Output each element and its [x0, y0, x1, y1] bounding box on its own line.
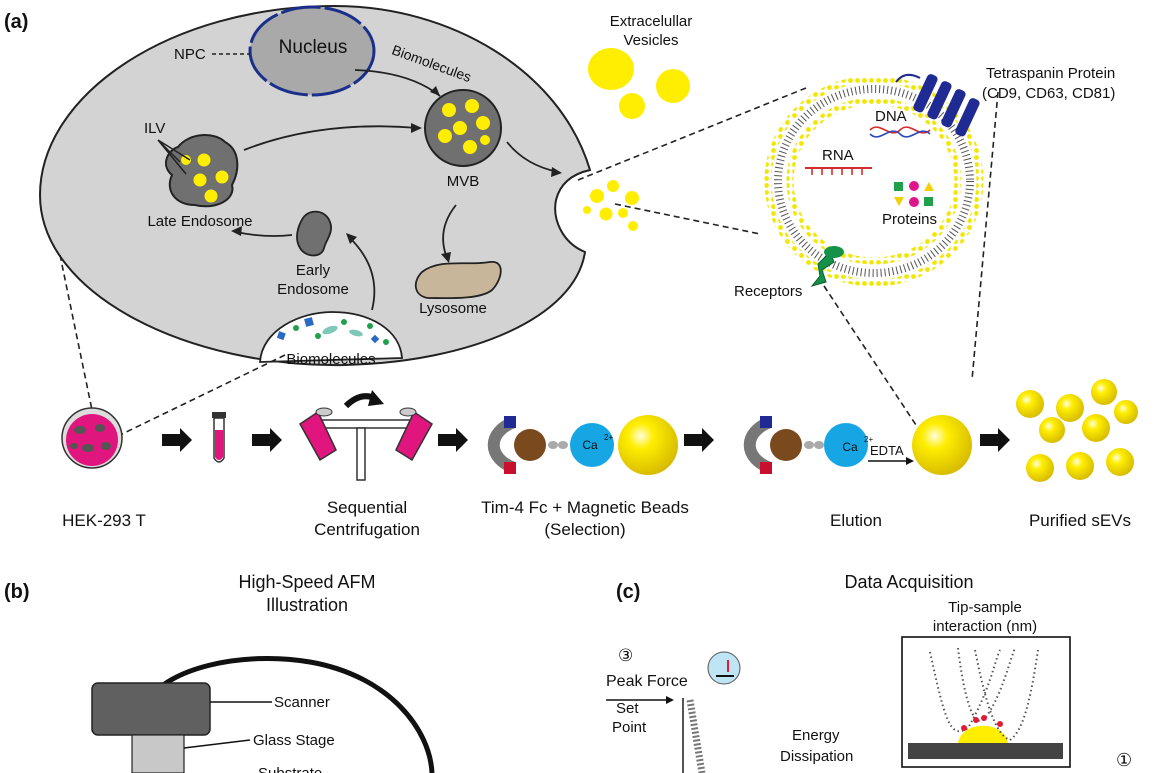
ca-label-2: Ca: [842, 440, 858, 454]
panel-c-title: Data Acquisition: [844, 572, 973, 592]
arrowhead-mvb-lysosome: [441, 252, 451, 263]
tip-trajectories: [929, 647, 1039, 742]
afm-frame-arc: [147, 655, 435, 773]
step-tim-label-2: (Selection): [544, 520, 625, 539]
protein-glyphs: [894, 181, 934, 207]
energy-label: Energy: [792, 727, 840, 744]
ca-sup-2: 2+: [864, 435, 873, 444]
ilv-label: ILV: [144, 120, 165, 137]
biomolecules-bottom-label: Biomolecules: [286, 351, 375, 368]
npc-label: NPC: [174, 46, 206, 63]
afm-glass-stage: [131, 734, 185, 773]
panel-b-tag: (b): [4, 581, 30, 603]
ca-label-1: Ca: [582, 438, 598, 452]
panel-b: (b) High-Speed AFM Illustration Scanner …: [4, 572, 435, 773]
tetraspanin-label-1: Tetraspanin Protein: [986, 65, 1115, 82]
substrate-label: Substrate: [258, 765, 322, 773]
eluted-ev: [912, 415, 972, 475]
purified-sevs: [1016, 379, 1138, 482]
panel-c: (c) Data Acquisition Tip-sample interact…: [606, 572, 1132, 773]
glass-stage-label: Glass Stage: [253, 732, 335, 749]
step-centri-label-2: Centrifugation: [314, 520, 420, 539]
arrow-late-mvb: [243, 125, 419, 151]
endocytic-pit: [259, 311, 403, 363]
late-endosome-label: Late Endosome: [147, 213, 252, 230]
released-vesicles: [583, 180, 639, 231]
tip-box-substrate: [908, 743, 1063, 759]
ilv-pointers: [157, 139, 191, 175]
early-endosome-label-2: Endosome: [277, 281, 349, 298]
arrowhead-nucleus-mvb: [430, 86, 440, 96]
tip-contact-points: [961, 715, 1003, 731]
mvb-vesicles: [438, 99, 490, 154]
step3-label: ③: [618, 646, 633, 665]
petri-dish: [61, 407, 123, 469]
late-endosome-vesicles: [181, 153, 229, 203]
ev-label-1: Extracelullar: [610, 13, 693, 30]
panel-b-title-1: High-Speed AFM: [238, 572, 375, 592]
point-label: Point: [612, 719, 647, 736]
panel-a-tag: (a): [4, 11, 28, 33]
edta-arrowhead: [906, 457, 914, 465]
flow-arrow-4: [684, 428, 714, 452]
late-endosome: [164, 134, 239, 208]
set-label: Set: [616, 700, 639, 717]
force-curve-line: [686, 699, 706, 773]
tube: [212, 412, 226, 463]
arrowhead-mvb-membrane: [551, 167, 562, 177]
peak-force-arrowhead: [666, 696, 674, 704]
step1-label: ①: [1116, 750, 1132, 770]
step-elution-label: Elution: [830, 511, 882, 530]
workflow-row: Ca 2+ Ca 2+ EDTA: [61, 379, 1138, 482]
flow-arrow-2: [252, 428, 282, 452]
receptors-label: Receptors: [734, 283, 802, 300]
ev-label-2: Vesicles: [623, 32, 678, 49]
step-hek-label: HEK-293 T: [62, 511, 146, 530]
tetraspanin-protein: [913, 74, 980, 137]
flow-arrow-1: [162, 428, 192, 452]
lysosome-label: Lysosome: [419, 300, 487, 317]
flow-arrow-3: [438, 428, 468, 452]
centrifuge: [299, 390, 433, 481]
early-endosome: [296, 210, 332, 257]
arrowhead-early-late: [231, 226, 242, 236]
panel-c-tag: (c): [616, 581, 640, 603]
arrowhead-late-mvb: [411, 123, 422, 133]
early-endosome-label-1: Early: [296, 262, 331, 279]
proteins-label: Proteins: [882, 211, 937, 228]
nucleus-label: Nucleus: [279, 37, 348, 58]
arrow-endocytosis: [349, 237, 376, 311]
dissipation-label: Dissipation: [780, 748, 853, 765]
ca-sup-1: 2+: [604, 433, 613, 442]
tip-label-1: Tip-sample: [948, 599, 1022, 616]
panel-b-title-2: Illustration: [266, 595, 348, 615]
nucleus: [248, 5, 376, 97]
dna-label: DNA: [875, 108, 907, 125]
afm-scanner: [91, 682, 211, 736]
tetraspanin-label-2: (CD9, CD63, CD81): [982, 85, 1115, 102]
glass-stage-pointer: [183, 739, 251, 749]
flow-arrow-5: [980, 428, 1010, 452]
peak-force-label: Peak Force: [606, 673, 688, 690]
step-tim-label-1: Tim-4 Fc + Magnetic Beads: [481, 498, 689, 517]
step-centri-label-1: Sequential: [327, 498, 407, 517]
panel-a: (a) Nucleus NPC Biomolecules MVB ILV Lat…: [4, 4, 1138, 539]
pit-biomolecules: [276, 317, 389, 345]
ev-cross-section: [764, 73, 984, 287]
mvb-label: MVB: [447, 173, 480, 190]
arrowhead-endocytosis: [346, 233, 357, 244]
tip-label-2: interaction (nm): [933, 618, 1037, 635]
ev-spheres: [588, 48, 690, 119]
peak-force-icon: [707, 651, 741, 685]
magnet-bead-assembly-2: [743, 416, 868, 474]
magnet-bead-assembly-1: [487, 415, 678, 475]
tip-box-sample: [958, 725, 1008, 743]
edta-label: EDTA: [870, 443, 904, 458]
scanner-label: Scanner: [274, 694, 330, 711]
step-purified-label: Purified sEVs: [1029, 511, 1131, 530]
lysosome: [414, 261, 502, 300]
rna-label: RNA: [822, 147, 854, 164]
zoom-lines: [59, 87, 999, 437]
